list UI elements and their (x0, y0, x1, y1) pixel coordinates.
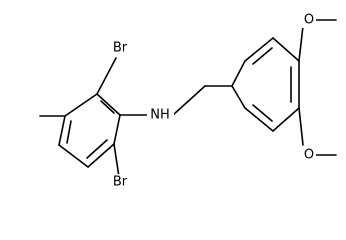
bond-left-ring-double-3 (66, 120, 72, 144)
molecule-structure: Br Br NH O O (39, 12, 337, 189)
bond-o-top-ring (298, 25, 304, 62)
atom-labels: Br Br NH O O (108, 12, 316, 189)
methoxy-groups (298, 19, 337, 156)
br-top-label: Br (113, 41, 128, 56)
molecule-canvas: Br Br NH O O (39, 12, 337, 189)
bond-left-ring-1 (96, 93, 121, 116)
bond-left-ring-2 (113, 114, 121, 145)
br-bottom-background (108, 174, 132, 189)
left-substituents (39, 57, 206, 178)
nh-label: NH (150, 108, 170, 123)
bond-right-ring-2 (231, 60, 246, 87)
bond-right-ring-4 (272, 37, 300, 62)
bond-left-ring-3 (87, 143, 115, 168)
bond-right-ring-3 (244, 37, 274, 62)
o-top-background (302, 12, 316, 28)
bond-right-ring-double-1 (252, 47, 273, 65)
bond-left-ring-double-2 (86, 139, 108, 159)
bond-right-ring-7 (244, 107, 274, 132)
bond-n-ch2 (172, 85, 206, 116)
br-top-background (108, 40, 132, 56)
bond-right-ring-double-3 (252, 104, 273, 122)
o-bottom-background (302, 147, 316, 163)
right-ring (204, 37, 300, 132)
nh-background (147, 107, 174, 123)
bond-o-bottom-ring (298, 107, 304, 146)
bond-right-ring-8 (231, 85, 246, 109)
left-ring (58, 93, 121, 168)
bond-br-top (96, 57, 117, 95)
bond-left-ring-5 (58, 115, 66, 146)
bond-right-ring-6 (272, 107, 300, 132)
bond-left-ring-6 (64, 93, 98, 117)
bond-left-ring-double-1 (100, 100, 115, 114)
o-bottom-label: O (304, 148, 314, 163)
bond-left-ring-4 (58, 144, 89, 168)
bond-br-bottom (113, 143, 120, 178)
o-top-label: O (304, 13, 314, 28)
br-bottom-label: Br (113, 175, 128, 190)
